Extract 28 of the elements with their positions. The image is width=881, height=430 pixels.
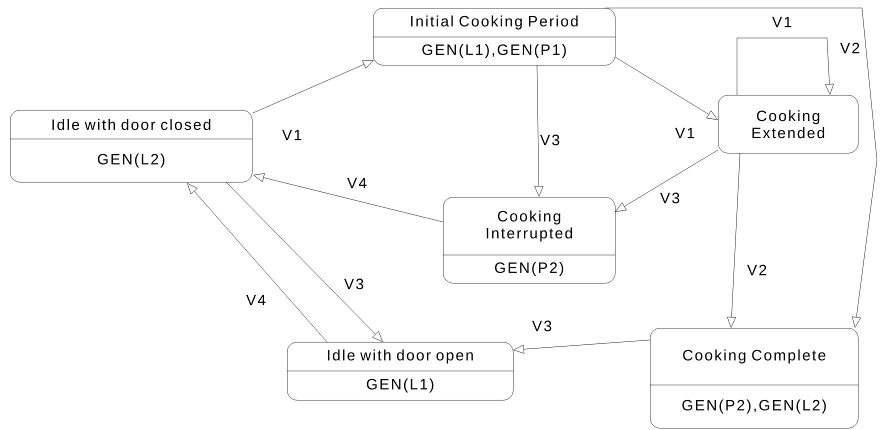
edge-label: V4 [245, 294, 267, 306]
edge-label: V4 [346, 176, 368, 190]
edge-label: V2 [839, 42, 861, 54]
arrow [253, 173, 444, 222]
state-box: Cooking Interrupted GEN(P2) [442, 197, 616, 284]
edge-label: V3 [659, 192, 681, 204]
arrow [727, 152, 740, 328]
arrow [226, 182, 383, 342]
arrow [604, 8, 878, 328]
arrow [614, 56, 718, 120]
state-box: Initial Cooking Period GEN(L1),GEN(P1) [372, 8, 616, 66]
state-box: Cooking Extended [718, 95, 858, 154]
edge-label: V3 [539, 134, 561, 146]
edge-label: V3 [531, 320, 553, 332]
arrow [534, 64, 544, 197]
arrow [615, 150, 718, 212]
state-box: Cooking Complete GEN(P2),GEN(L2) [650, 328, 859, 428]
state-box: Idle with door open GEN(L1) [286, 342, 514, 400]
edge-label: V1 [674, 126, 696, 140]
arrow [187, 183, 328, 342]
edge-label: V1 [771, 16, 793, 28]
edge-label: V1 [281, 128, 303, 142]
edge-label: V2 [746, 264, 768, 276]
arrow [252, 60, 374, 114]
edge-label: V3 [343, 278, 365, 290]
state-box: Idle with door closed GEN(L2) [10, 110, 253, 182]
arrow [736, 38, 834, 96]
arrow [513, 340, 650, 354]
